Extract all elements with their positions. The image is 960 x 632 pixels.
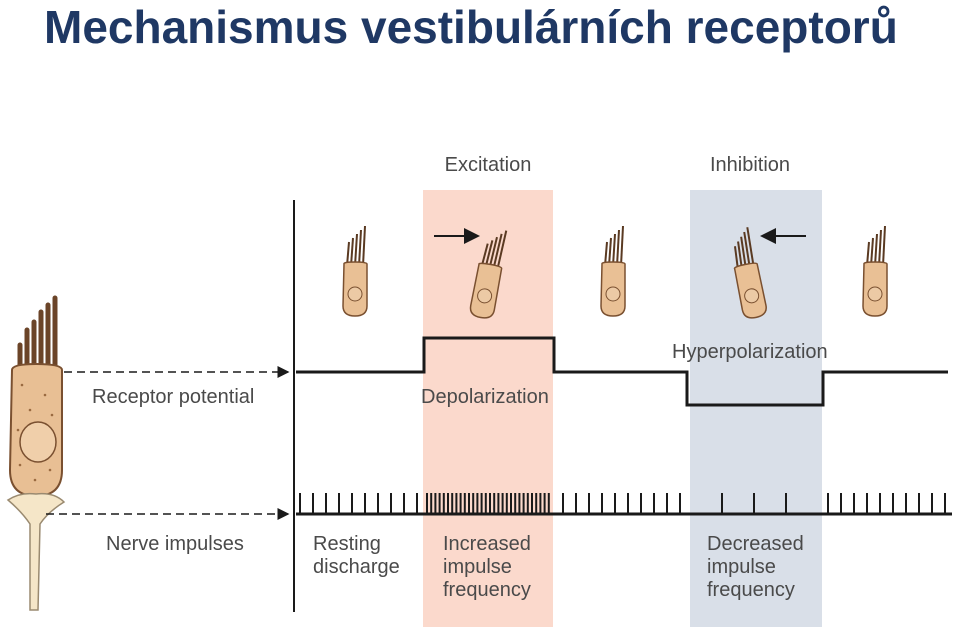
hair-cell-resting-1 — [342, 225, 368, 317]
svg-text:impulse: impulse — [707, 556, 776, 578]
svg-text:discharge: discharge — [313, 556, 400, 578]
hair-cell-resting-3 — [862, 225, 888, 317]
increased-frequency-label: Increased impulse frequency — [443, 533, 531, 601]
svg-text:Decreased: Decreased — [707, 533, 804, 555]
nerve-impulse-spikes — [299, 493, 946, 514]
svg-text:Resting: Resting — [313, 533, 381, 555]
svg-text:impulse: impulse — [443, 556, 512, 578]
svg-text:Increased: Increased — [443, 533, 531, 555]
decreased-frequency-label: Decreased impulse frequency — [707, 533, 804, 601]
svg-text:frequency: frequency — [707, 579, 795, 601]
inhibition-header: Inhibition — [710, 154, 790, 176]
hair-cell-resting-2 — [600, 225, 626, 317]
large-hair-cell — [6, 295, 66, 611]
resting-discharge-label: Resting discharge — [313, 533, 400, 578]
receptor-potential-trace — [296, 336, 948, 407]
svg-text:frequency: frequency — [443, 579, 531, 601]
slide-title: Mechanismus vestibulárních receptorů — [44, 1, 898, 53]
receptor-potential-label: Receptor potential — [92, 386, 254, 408]
hyperpolarization-label: Hyperpolarization — [672, 341, 828, 363]
excitation-header: Excitation — [445, 154, 532, 176]
nerve-impulses-label: Nerve impulses — [106, 533, 244, 555]
depolarization-label: Depolarization — [421, 386, 549, 408]
excitation-band — [423, 190, 553, 627]
